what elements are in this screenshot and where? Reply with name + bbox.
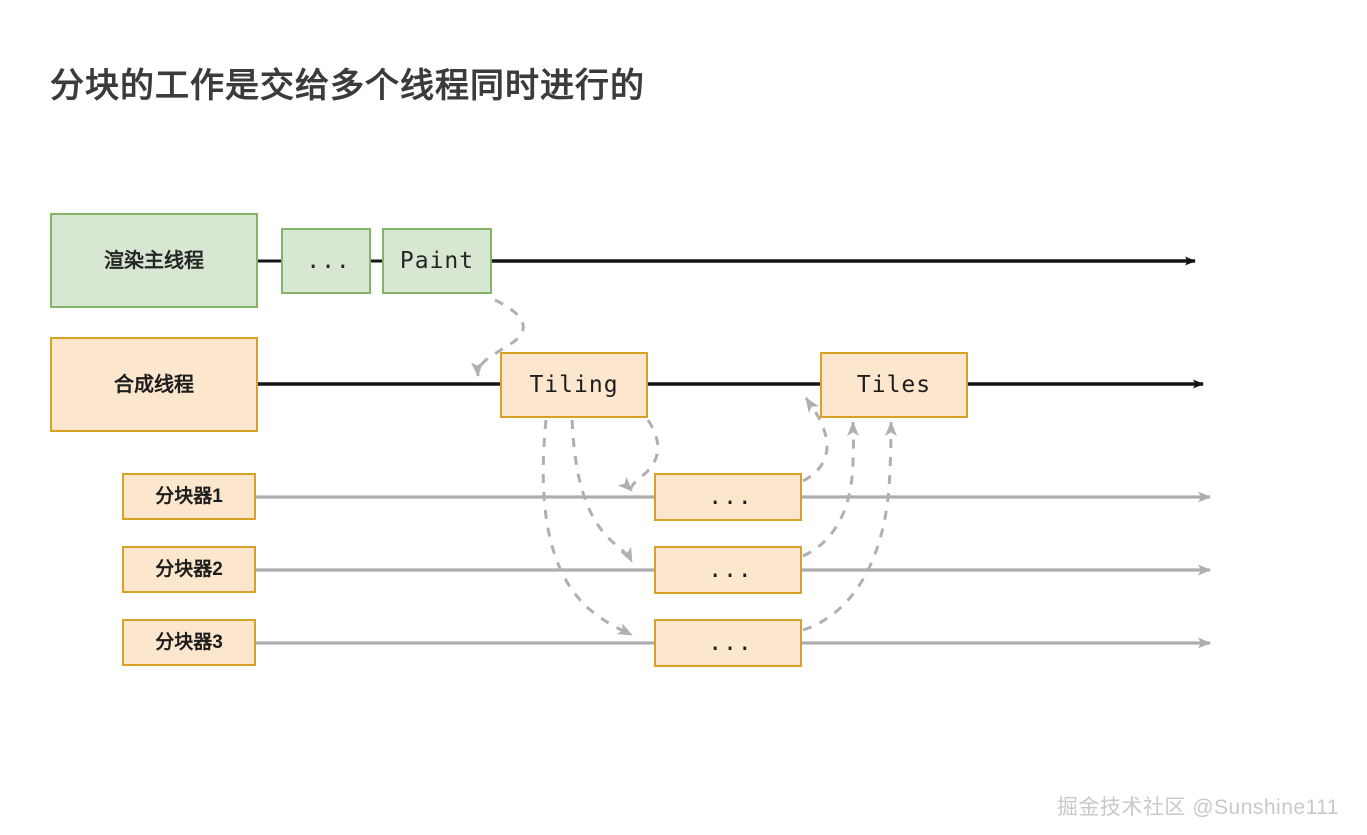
event-tiler-3-work[interactable]: ...	[654, 619, 802, 667]
flow-tiler-2-to-tiles	[802, 421, 860, 558]
watermark: 掘金技术社区 @Sunshine111	[1056, 796, 1339, 819]
event-tiles[interactable]: Tiles	[820, 352, 968, 418]
page-title: 分块的工作是交给多个线程同时进行的	[50, 67, 645, 105]
event-label: ...	[708, 556, 753, 583]
event-label: ...	[708, 483, 753, 510]
event-paint[interactable]: Paint	[382, 228, 492, 294]
event-label: Tiling	[529, 371, 619, 398]
event-tiler-2-work[interactable]: ...	[654, 546, 802, 594]
lane-label-text: 分块器1	[155, 486, 223, 507]
event-tiler-1-work[interactable]: ...	[654, 473, 802, 521]
flow-paint-to-tiling	[471, 298, 525, 377]
event-tiling[interactable]: Tiling	[500, 352, 648, 418]
flow-tiling-to-tiler-3	[541, 419, 633, 637]
flow-tiling-to-tiler-2	[570, 419, 634, 563]
event-main-ellipsis[interactable]: ...	[281, 228, 371, 294]
event-label: ...	[306, 247, 351, 274]
event-label: Tiles	[856, 371, 932, 398]
lane-label-text: 渲染主线程	[104, 249, 204, 272]
flow-tiler-3-to-tiles	[802, 421, 897, 632]
lane-label-text: 分块器2	[155, 559, 223, 580]
lane-label-tiler-3[interactable]: 分块器3	[122, 619, 256, 666]
lane-label-text: 合成线程	[114, 373, 194, 396]
lane-label-main-thread[interactable]: 渲染主线程	[50, 213, 258, 308]
lane-label-tiler-2[interactable]: 分块器2	[122, 546, 256, 593]
flow-tiler-1-to-tiles	[802, 397, 829, 483]
lane-label-tiler-1[interactable]: 分块器1	[122, 473, 256, 520]
event-label: Paint	[399, 247, 475, 274]
flow-tiling-to-tiler-1	[617, 419, 660, 493]
lane-label-compositor-thread[interactable]: 合成线程	[50, 337, 258, 432]
lane-label-text: 分块器3	[155, 632, 223, 653]
event-label: ...	[708, 629, 753, 656]
